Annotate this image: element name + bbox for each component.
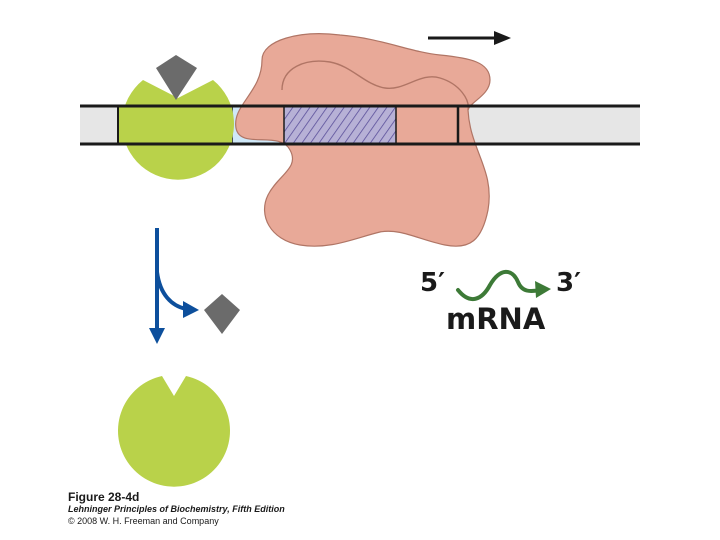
mrna-label: mRNA (446, 302, 546, 336)
direction-arrowhead (494, 31, 511, 45)
polymerase-lobe (281, 60, 469, 111)
release-arrowhead-down (149, 328, 165, 344)
inducer-bound (156, 55, 197, 100)
copyright: © 2008 W. H. Freeman and Company (68, 516, 219, 526)
five-prime-label: 5′ (420, 268, 445, 298)
figure-number: Figure 28-4d (68, 490, 140, 504)
mrna-wave-icon (456, 269, 542, 301)
release-branch (155, 271, 187, 311)
repressor-lower (118, 376, 231, 487)
mrna-arrowhead (535, 281, 551, 298)
gene-region (284, 106, 396, 144)
three-prime-label: 3′ (556, 268, 581, 298)
book-title: Lehninger Principles of Biochemistry, Fi… (68, 504, 285, 514)
release-arrowhead-right (183, 301, 199, 318)
inducer-free (204, 294, 240, 334)
repressor-on-dna (118, 106, 232, 144)
